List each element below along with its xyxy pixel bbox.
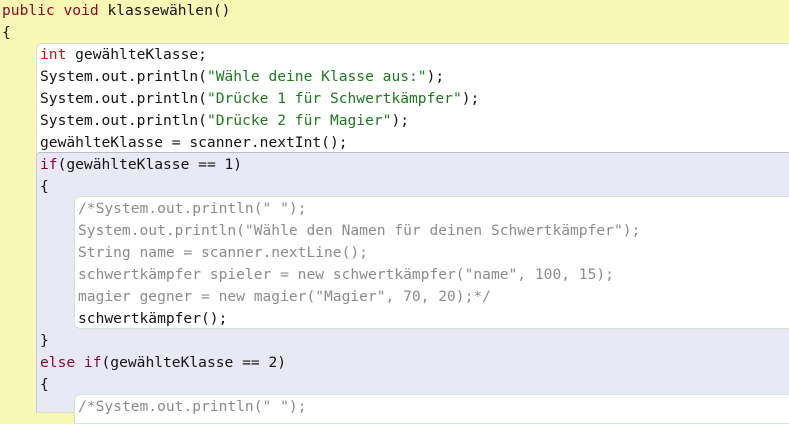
code-token: public void <box>2 2 99 19</box>
code-token: System.out.println( <box>40 68 207 85</box>
code-token: { <box>2 24 11 41</box>
code-line[interactable]: System.out.println("Drücke 2 für Magier"… <box>40 110 409 132</box>
code-token: /*System.out.println(" "); <box>78 200 307 217</box>
code-line[interactable]: System.out.println("Wähle deine Klasse a… <box>40 66 444 88</box>
code-line[interactable]: } <box>40 330 49 352</box>
code-line[interactable]: /*System.out.println(" "); <box>78 396 306 418</box>
code-token: else if <box>40 354 102 371</box>
code-line[interactable]: int gewählteKlasse; <box>40 44 207 66</box>
code-token: System.out.println( <box>40 90 207 107</box>
code-token: klassewählen() <box>98 2 231 19</box>
code-token: if <box>40 156 58 173</box>
code-line[interactable]: System.out.println("Wähle den Namen für … <box>78 220 640 242</box>
code-token: ); <box>461 90 480 107</box>
code-line[interactable]: schwertkämpfer(); <box>78 308 227 330</box>
code-token: "Drücke 2 für Magier" <box>206 112 392 129</box>
code-line[interactable]: public void klassewählen() <box>2 0 230 22</box>
code-token: String name = scanner.nextLine(); <box>78 244 368 261</box>
code-line[interactable]: if(gewählteKlasse == 1) <box>40 154 242 176</box>
code-line[interactable]: System.out.println("Drücke 1 für Schwert… <box>40 88 479 110</box>
code-token: int <box>40 46 67 63</box>
code-line[interactable]: { <box>40 176 49 198</box>
code-token: gewählteKlasse; <box>66 46 207 63</box>
code-token: { <box>40 178 49 195</box>
code-token: schwertkämpfer(); <box>78 310 228 327</box>
code-token: } <box>40 332 49 349</box>
code-line[interactable]: magier gegner = new magier("Magier", 70,… <box>78 286 491 308</box>
code-token: gewählteKlasse = scanner.nextInt(); <box>40 134 348 151</box>
code-line[interactable]: /*System.out.println(" "); <box>78 198 306 220</box>
code-line[interactable]: gewählteKlasse = scanner.nextInt(); <box>40 132 348 154</box>
code-line[interactable]: schwertkämpfer spieler = new schwertkämp… <box>78 264 614 286</box>
code-token: "Drücke 1 für Schwertkämpfer" <box>206 90 462 107</box>
code-token: System.out.println( <box>40 112 207 129</box>
code-token: /*System.out.println(" "); <box>78 398 307 415</box>
code-token: (gewählteKlasse == 2) <box>101 354 287 371</box>
code-line[interactable]: else if(gewählteKlasse == 2) <box>40 352 286 374</box>
code-token: ); <box>426 68 445 85</box>
code-token: schwertkämpfer spieler = new schwertkämp… <box>78 266 614 283</box>
code-token: magier gegner = new magier("Magier", 70,… <box>78 288 491 305</box>
code-token: { <box>40 376 49 393</box>
code-line[interactable]: { <box>2 22 11 44</box>
code-token: (gewählteKlasse == 1) <box>57 156 243 173</box>
code-line[interactable]: String name = scanner.nextLine(); <box>78 242 368 264</box>
code-token: ); <box>391 112 410 129</box>
if-inner-scope-1 <box>74 196 789 329</box>
code-token: "Wähle deine Klasse aus:" <box>206 68 427 85</box>
code-line[interactable]: { <box>40 374 49 396</box>
code-token: System.out.println("Wähle den Namen für … <box>78 222 641 239</box>
